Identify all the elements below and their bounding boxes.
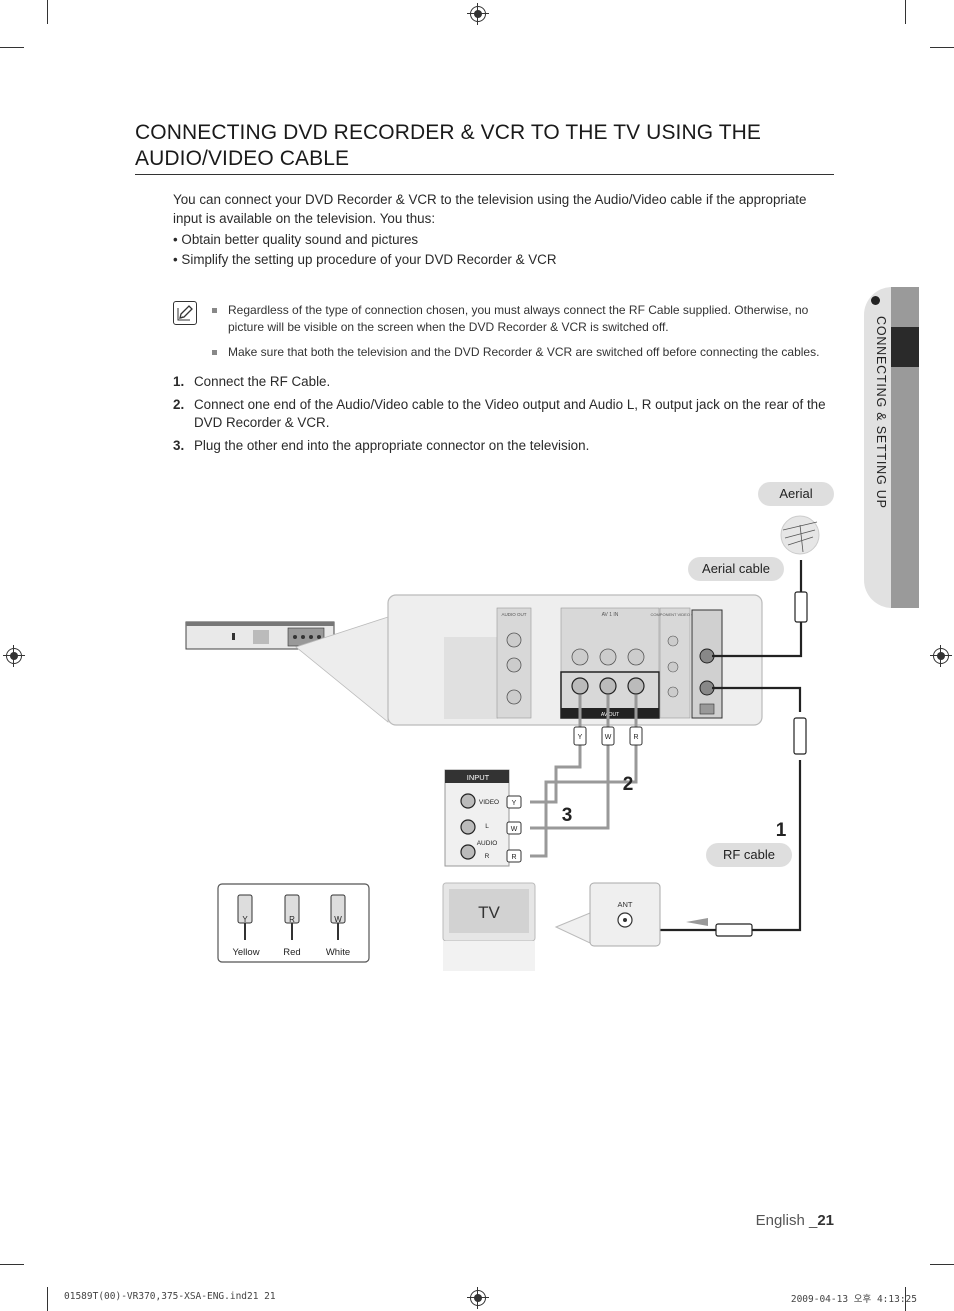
step-item: 3. Plug the other end into the appropria…: [173, 437, 833, 455]
notes-list: Regardless of the type of connection cho…: [212, 302, 832, 369]
crop-mark: [47, 1287, 48, 1311]
audio-label: AUDIO: [477, 840, 498, 847]
dvd-recorder-unit: [185, 621, 335, 650]
plug-label: W: [605, 734, 612, 741]
step-item: 1. Connect the RF Cable.: [173, 373, 833, 391]
l-label: L: [485, 823, 489, 830]
step-item: 2. Connect one end of the Audio/Video ca…: [173, 396, 833, 432]
note-icon: [173, 301, 197, 325]
input-label: INPUT: [467, 773, 490, 782]
step-text: Connect the RF Cable.: [194, 374, 331, 389]
legend-name: Red: [283, 947, 300, 958]
step-text: Connect one end of the Audio/Video cable…: [194, 397, 826, 430]
component-out-label: COMPONENT VIDEO OUT: [650, 612, 700, 617]
crop-mark: [0, 1264, 24, 1265]
video-label: VIDEO: [479, 799, 499, 806]
tv-icon: TV: [442, 882, 536, 971]
audio-out-label: AUDIO OUT: [501, 612, 526, 617]
step-number: 1.: [173, 374, 185, 389]
av1-in-label: AV 1 IN: [602, 612, 619, 618]
ant-jack-callout: ANT: [554, 882, 661, 947]
rf-plug-icon: [715, 591, 808, 937]
note-item: Regardless of the type of connection cho…: [212, 302, 832, 336]
step-number: 2.: [173, 397, 185, 412]
chapter-tab-marker: [891, 327, 919, 367]
legend-name: Yellow: [232, 947, 259, 958]
step-text: Plug the other end into the appropriate …: [194, 438, 590, 453]
intro-text: You can connect your DVD Recorder & VCR …: [173, 192, 807, 226]
tv-label: TV: [478, 903, 500, 922]
step-label-3: 3: [562, 805, 573, 826]
page-title: CONNECTING DVD RECORDER & VCR TO THE TV …: [135, 121, 762, 170]
step-label-1: 1: [776, 820, 787, 841]
print-slug-right: 2009-04-13 오후 4:13:25: [790, 1294, 917, 1305]
plug-label: Y: [578, 734, 583, 741]
title-divider: [135, 174, 834, 175]
r-label: R: [485, 853, 490, 860]
footer-page-number: 21: [817, 1212, 834, 1229]
plug-label: R: [511, 854, 516, 861]
plug-color-legend: Y R W Yellow Red White: [217, 883, 370, 963]
aerial-antenna-icon: [780, 515, 820, 555]
crop-mark: [930, 1264, 954, 1265]
step-label-2: 2: [623, 774, 634, 795]
bullet-item: • Obtain better quality sound and pictur…: [173, 232, 419, 247]
aerial-cable-label: Aerial cable: [688, 557, 784, 581]
plug-label: R: [633, 734, 638, 741]
crop-mark: [0, 47, 24, 48]
legend-name: White: [326, 947, 350, 958]
plug-label: Y: [512, 800, 517, 807]
aerial-label: Aerial: [758, 482, 834, 506]
crop-mark: [47, 0, 48, 24]
registration-mark-icon: [930, 645, 952, 667]
print-slug-left: 01589T(00)-VR370,375-XSA-ENG.ind21 21: [64, 1291, 276, 1302]
registration-mark-icon: [467, 1287, 489, 1309]
steps-list: 1. Connect the RF Cable. 2. Connect one …: [173, 373, 833, 460]
connection-diagram: AUDIO OUT AV 1 IN AV OUT COMPONENT VIDEO…: [185, 515, 820, 971]
legend-letter: R: [289, 915, 295, 924]
crop-mark: [930, 47, 954, 48]
crop-mark: [905, 0, 906, 24]
plug-label: W: [511, 826, 518, 833]
footer-language: English _: [755, 1212, 818, 1229]
page-number: English _21: [700, 1212, 834, 1229]
av-out-label: AV OUT: [601, 712, 619, 718]
chapter-tab-label: CONNECTING & SETTING UP: [874, 316, 888, 509]
registration-mark-icon: [467, 3, 489, 25]
rear-panel-closeup: AUDIO OUT AV 1 IN AV OUT COMPONENT VIDEO…: [387, 594, 763, 726]
rf-cable-label: RF cable: [706, 843, 792, 867]
bullet-item: • Simplify the setting up procedure of y…: [173, 252, 557, 267]
crop-mark: [905, 1287, 906, 1311]
ant-label: ANT: [618, 900, 633, 909]
registration-mark-icon: [3, 645, 25, 667]
legend-letter: W: [334, 915, 342, 924]
step-number: 3.: [173, 438, 185, 453]
legend-letter: Y: [242, 915, 248, 924]
intro-section: You can connect your DVD Recorder & VCR …: [173, 190, 833, 269]
note-item: Make sure that both the television and t…: [212, 344, 832, 361]
bullet-dot-icon: [871, 296, 880, 305]
tv-input-panel: INPUT VIDEO L AUDIO R Y W R: [444, 769, 522, 867]
av-plugs-top: Y W R: [573, 726, 643, 746]
